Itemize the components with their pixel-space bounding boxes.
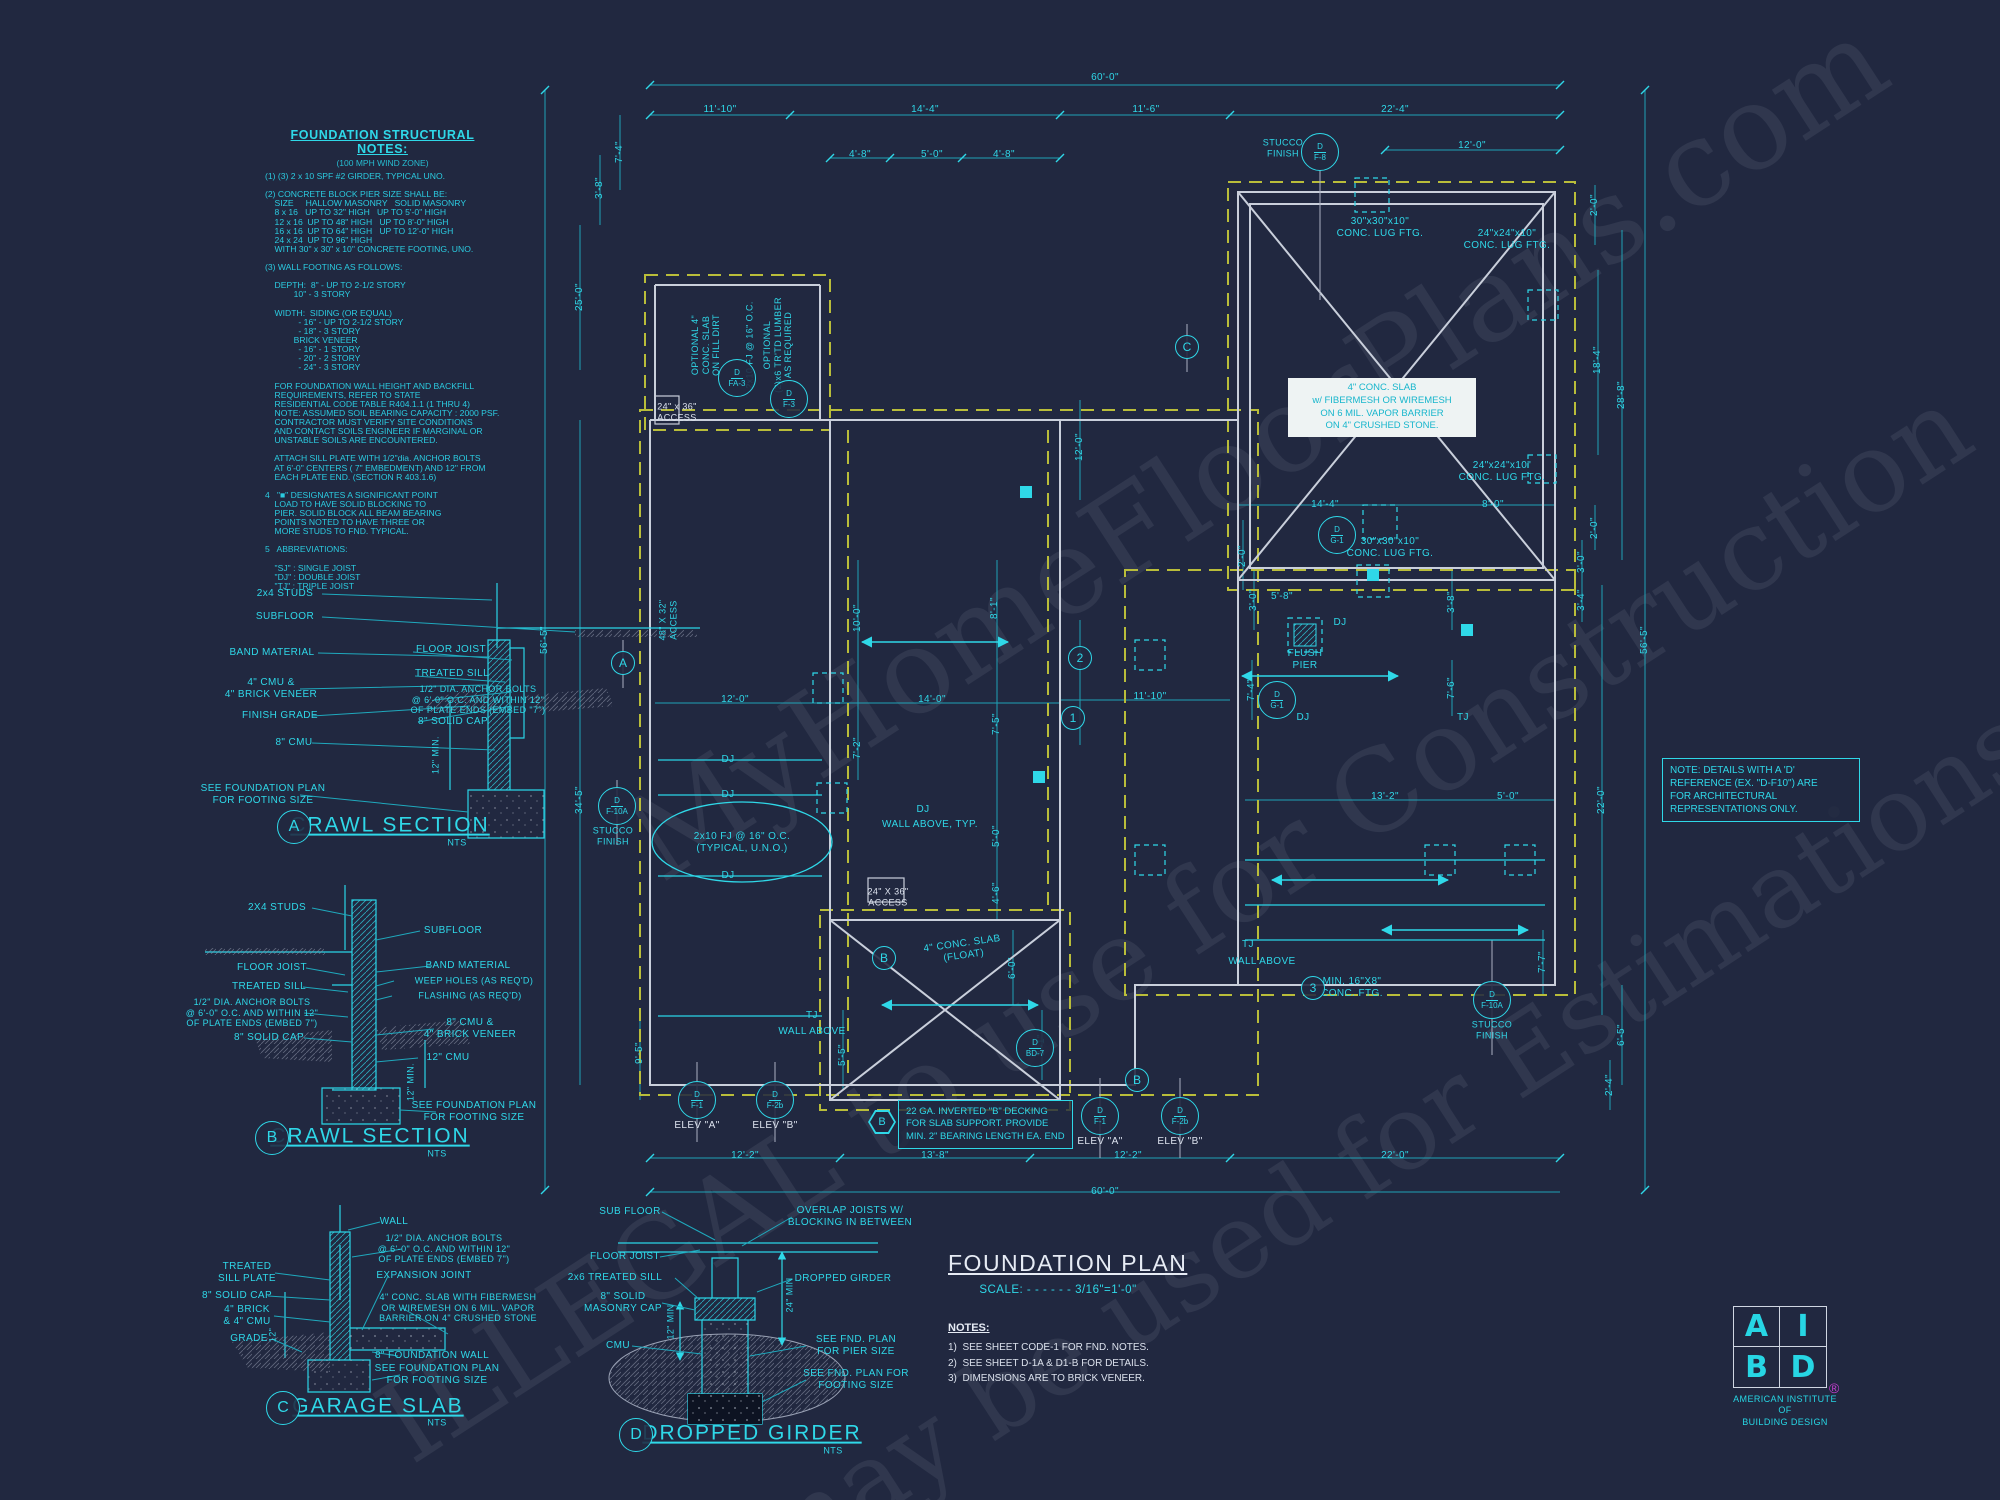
detail-a-art bbox=[299, 583, 700, 839]
notes-body: (1) (3) 2 x 10 SPF #2 GIRDER, TYPICAL UN… bbox=[265, 171, 500, 591]
deck-note: 22 GA. INVERTED "B" DECKING FOR SLAB SUP… bbox=[898, 1100, 1073, 1150]
aibd-logo-box: A I B D bbox=[1733, 1306, 1827, 1388]
detail-c-art bbox=[232, 1205, 449, 1393]
wall-lines bbox=[649, 191, 1556, 1101]
detail-d-art bbox=[608, 1211, 878, 1425]
revision-cloud bbox=[651, 801, 833, 883]
aibd-letter-d: D bbox=[1790, 1349, 1816, 1385]
beam-arrows bbox=[860, 636, 1530, 1011]
plan-title: FOUNDATION PLAN bbox=[948, 1250, 1188, 1276]
foundation-structural-notes: FOUNDATION STRUCTURAL NOTES: (100 MPH WI… bbox=[265, 128, 500, 591]
registered-mark: ® bbox=[1829, 1380, 1840, 1396]
aibd-letter-a: A bbox=[1734, 1307, 1780, 1347]
detail-b-art bbox=[205, 885, 470, 1125]
marker-stem-lines bbox=[616, 170, 1493, 1158]
footing-dashed-lines bbox=[639, 181, 1576, 1111]
pier-dashed-squares bbox=[812, 177, 1559, 876]
joist-lines bbox=[658, 759, 1545, 1017]
notes-title: FOUNDATION STRUCTURAL NOTES: bbox=[290, 128, 475, 156]
plan-notes-body: 1) SEE SHEET CODE-1 FOR FND. NOTES. 2) S… bbox=[948, 1342, 1149, 1384]
plan-scale: SCALE: - - - - - - 3/16"=1'-0" bbox=[979, 1284, 1137, 1296]
flush-pier-hatch bbox=[1293, 623, 1317, 647]
plan-notes-title: NOTES: bbox=[948, 1322, 990, 1334]
detail-reference-note: NOTE: DETAILS WITH A 'D' REFERENCE (EX. … bbox=[1662, 758, 1860, 822]
plan-title-block: FOUNDATION PLAN SCALE: - - - - - - 3/16"… bbox=[948, 1250, 1188, 1387]
aibd-org-name: AMERICAN INSTITUTE OF BUILDING DESIGN bbox=[1733, 1394, 1837, 1427]
pier-solid-squares bbox=[1020, 486, 1473, 783]
dimension-lines bbox=[544, 84, 1646, 1193]
aibd-letter-b: B bbox=[1734, 1347, 1780, 1387]
notes-subtitle: (100 MPH WIND ZONE) bbox=[336, 158, 429, 168]
access-hatches bbox=[654, 395, 905, 903]
aibd-logo: A I B D ® AMERICAN INSTITUTE OF BUILDING… bbox=[1725, 1306, 1845, 1428]
aibd-letter-i: I bbox=[1780, 1307, 1826, 1347]
conc-slab-note: 4" CONC. SLAB w/ FIBERMESH OR WIREMESH O… bbox=[1288, 378, 1476, 438]
dimension-ticks bbox=[540, 80, 1650, 1197]
